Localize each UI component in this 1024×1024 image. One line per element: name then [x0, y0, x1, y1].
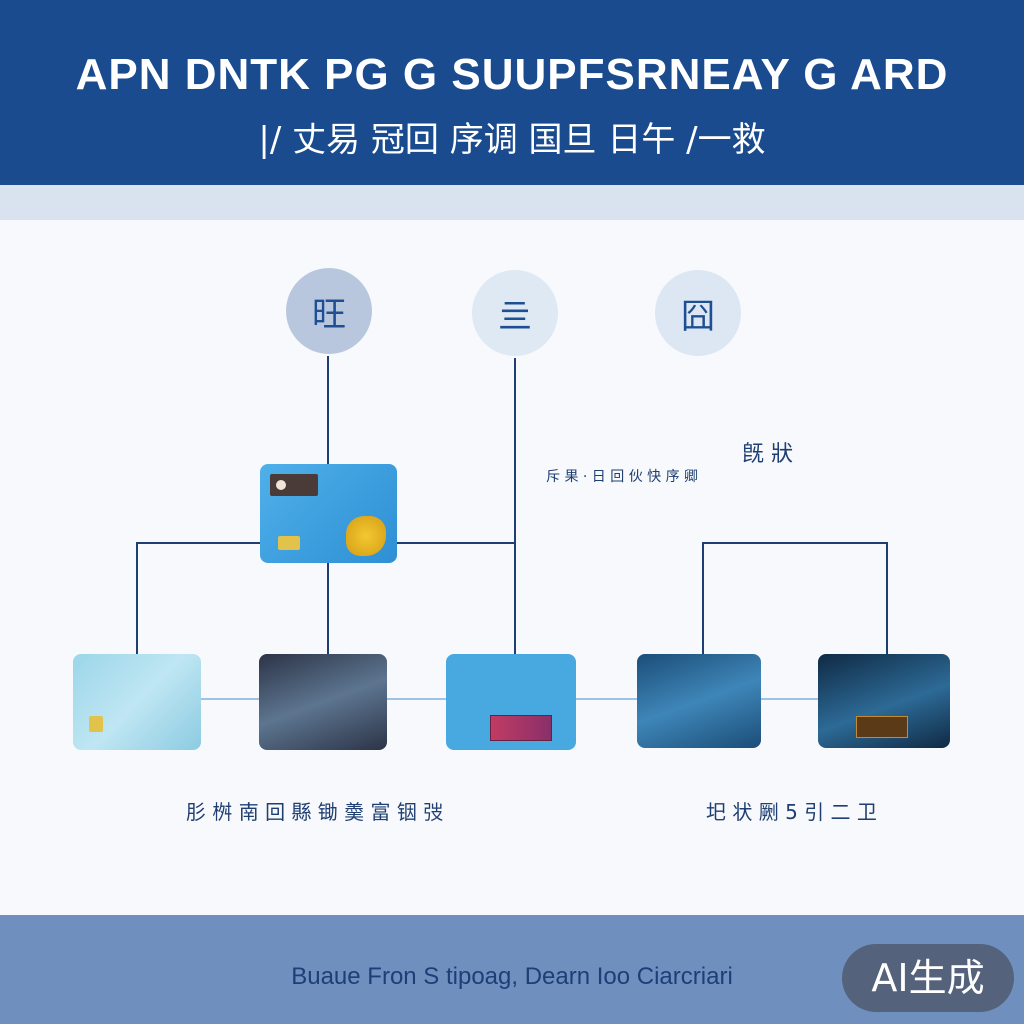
- connector-line: [514, 358, 516, 654]
- card-dot: [276, 480, 286, 490]
- connector-line: [136, 542, 262, 544]
- page-title: APN DNTK PG G SUUPFSRNEAY G ARD: [75, 50, 949, 99]
- bottom-card-1: [73, 654, 201, 750]
- card-emblem: [346, 516, 386, 556]
- card-chip: [89, 716, 103, 732]
- header-banner: APN DNTK PG G SUUPFSRNEAY G ARD |/ 丈易 冠回…: [0, 0, 1024, 185]
- side-glyph: 旣 狀: [742, 442, 793, 467]
- right-group-label: 圯 状 劂 5 引 二 卫: [706, 800, 877, 824]
- bottom-card-4: [637, 654, 761, 748]
- ai-generated-badge: AI生成: [842, 944, 1014, 1012]
- card-label-strip: [856, 716, 908, 738]
- card-connector: [201, 698, 259, 700]
- side-note: 斥 果 · 日 回 伙 快 序 卿: [546, 469, 699, 485]
- connector-line: [886, 542, 888, 654]
- menu-icon: 亖: [472, 270, 558, 356]
- left-group-label: 肜 桝 南 回 縣 锄 羮 富 铟 弢: [186, 800, 444, 824]
- page-subtitle: |/ 丈易 冠回 序调 国旦 日午 /一救: [258, 120, 766, 160]
- bottom-card-3: [446, 654, 576, 750]
- header-band: [0, 185, 1024, 220]
- connector-line: [396, 542, 516, 544]
- card-connector: [387, 698, 446, 700]
- lock-icon: 囧: [655, 270, 741, 356]
- bottom-card-5: [818, 654, 950, 748]
- connector-line: [327, 563, 329, 654]
- bottom-card-2: [259, 654, 387, 750]
- connector-line: [327, 356, 329, 464]
- card-connector: [761, 698, 818, 700]
- central-card: [260, 464, 397, 563]
- card-label-strip: [490, 715, 552, 741]
- card-icon: 旺: [286, 268, 372, 354]
- connector-line: [136, 542, 138, 654]
- connector-line: [702, 542, 888, 544]
- footer-text: Buaue Fron S tipoag, Dearn Ioo Ciarcriar…: [291, 963, 733, 990]
- card-stripe: [270, 474, 318, 496]
- card-chip: [278, 536, 300, 550]
- connector-line: [702, 542, 704, 654]
- card-connector: [576, 698, 637, 700]
